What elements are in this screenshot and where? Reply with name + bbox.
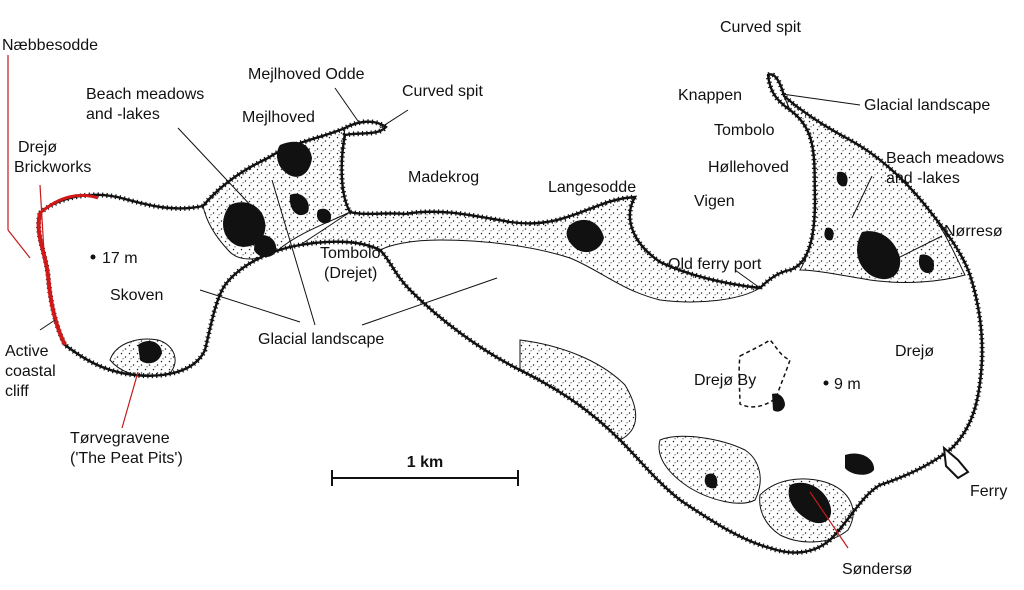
- label-skoven: Skoven: [110, 287, 163, 304]
- label-sonderso: Søndersø: [842, 561, 912, 578]
- ferry-pier: [942, 445, 970, 480]
- label-curved-spit-east: Curved spit: [720, 19, 801, 36]
- label-beach-meadows-e-1: Beach meadows: [886, 150, 1004, 167]
- label-elevation-9m: 9 m: [834, 376, 861, 393]
- label-tombolo-drejet-2: (Drejet): [324, 265, 377, 282]
- label-tombolo-east: Tombolo: [714, 122, 775, 139]
- scale-bar: [331, 470, 519, 486]
- active-coastal-cliff: [36, 212, 67, 346]
- label-glacial-landscape-center: Glacial landscape: [258, 331, 384, 348]
- label-drejo-by: Drejø By: [694, 372, 756, 389]
- label-langesodde: Langesodde: [548, 179, 636, 196]
- label-hollehoved: Høllehoved: [708, 159, 789, 176]
- label-beach-meadows-w-2: and -lakes: [86, 106, 160, 123]
- lakes: [138, 141, 935, 524]
- elevation-point-9m: [823, 380, 829, 386]
- leader-lines: [39, 87, 943, 331]
- label-glacial-landscape-east: Glacial landscape: [864, 97, 990, 114]
- village-drejo-by-outline: [738, 339, 791, 408]
- label-old-ferry-port: Old ferry port: [668, 256, 762, 273]
- label-active-cliff-1: Active: [5, 343, 49, 360]
- label-beach-meadows-e-2: and -lakes: [886, 170, 960, 187]
- label-mejlhoved-odde: Mejlhoved Odde: [248, 66, 365, 83]
- label-tombolo-drejet-1: Tombolo: [320, 245, 381, 262]
- label-drejo-brickworks-1: Drejø: [18, 139, 57, 156]
- label-beach-meadows-w-1: Beach meadows: [86, 86, 204, 103]
- label-norreso: Nørresø: [944, 223, 1003, 240]
- elevation-point-17m: [90, 254, 96, 260]
- label-curved-spit-west: Curved spit: [402, 83, 483, 100]
- scale-bar-label: 1 km: [407, 454, 443, 471]
- label-madekrog: Madekrog: [408, 169, 479, 186]
- label-elevation-17m: 17 m: [102, 250, 138, 267]
- label-active-cliff-3: cliff: [5, 383, 29, 400]
- label-naebbesodde: Næbbesodde: [2, 37, 98, 54]
- brickworks-cliff: [39, 193, 99, 215]
- label-ferry: Ferry: [970, 483, 1007, 500]
- red-leader-lines: [7, 55, 849, 549]
- label-peat-pits-1: Tørvegravene: [70, 430, 170, 447]
- label-knappen: Knappen: [678, 87, 742, 104]
- label-drejo: Drejø: [895, 343, 934, 360]
- label-active-cliff-2: coastal: [5, 363, 56, 380]
- label-vigen: Vigen: [694, 193, 735, 210]
- label-mejlhoved: Mejlhoved: [242, 109, 315, 126]
- label-drejo-brickworks-2: Brickworks: [14, 159, 91, 176]
- label-peat-pits-2: ('The Peat Pits'): [70, 450, 183, 467]
